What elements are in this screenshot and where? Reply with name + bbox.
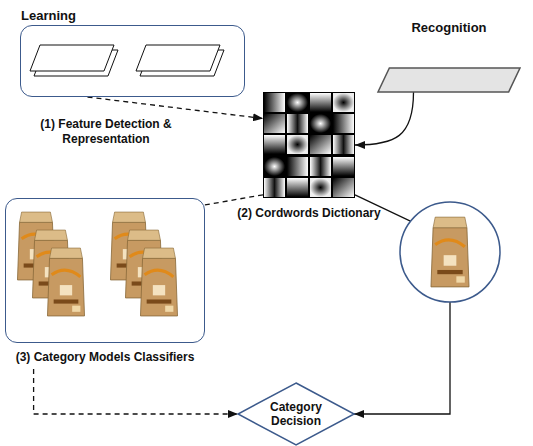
node-label: Learning: [21, 8, 76, 23]
parallelogram-outline: [378, 68, 520, 92]
model-bags: [17, 212, 177, 316]
recognition-input: Recognition: [378, 68, 520, 92]
query-bag: [431, 217, 469, 287]
codeword-grid: [263, 92, 355, 198]
query-circle: [400, 202, 500, 302]
edge-label: (1) Feature Detection & Representation: [34, 117, 178, 147]
models-box: (3) Category Models Classifiers: [5, 198, 205, 343]
solid-connector: [355, 92, 414, 145]
dictionary-node: (2) Cordwords Dictionary: [263, 92, 355, 198]
dashed-connector: [34, 369, 238, 414]
dashed-connector: [203, 195, 263, 206]
decision-diamond: Category Decision: [238, 383, 354, 445]
node-label: (2) Cordwords Dictionary: [237, 206, 380, 220]
dashed-connector: [88, 97, 264, 119]
node-label: (3) Category Models Classifiers: [16, 350, 195, 364]
learning-box: Learning: [20, 25, 245, 97]
node-label: Recognition: [411, 20, 486, 35]
training-images: [30, 45, 224, 76]
node-label: Category Decision: [260, 400, 332, 429]
